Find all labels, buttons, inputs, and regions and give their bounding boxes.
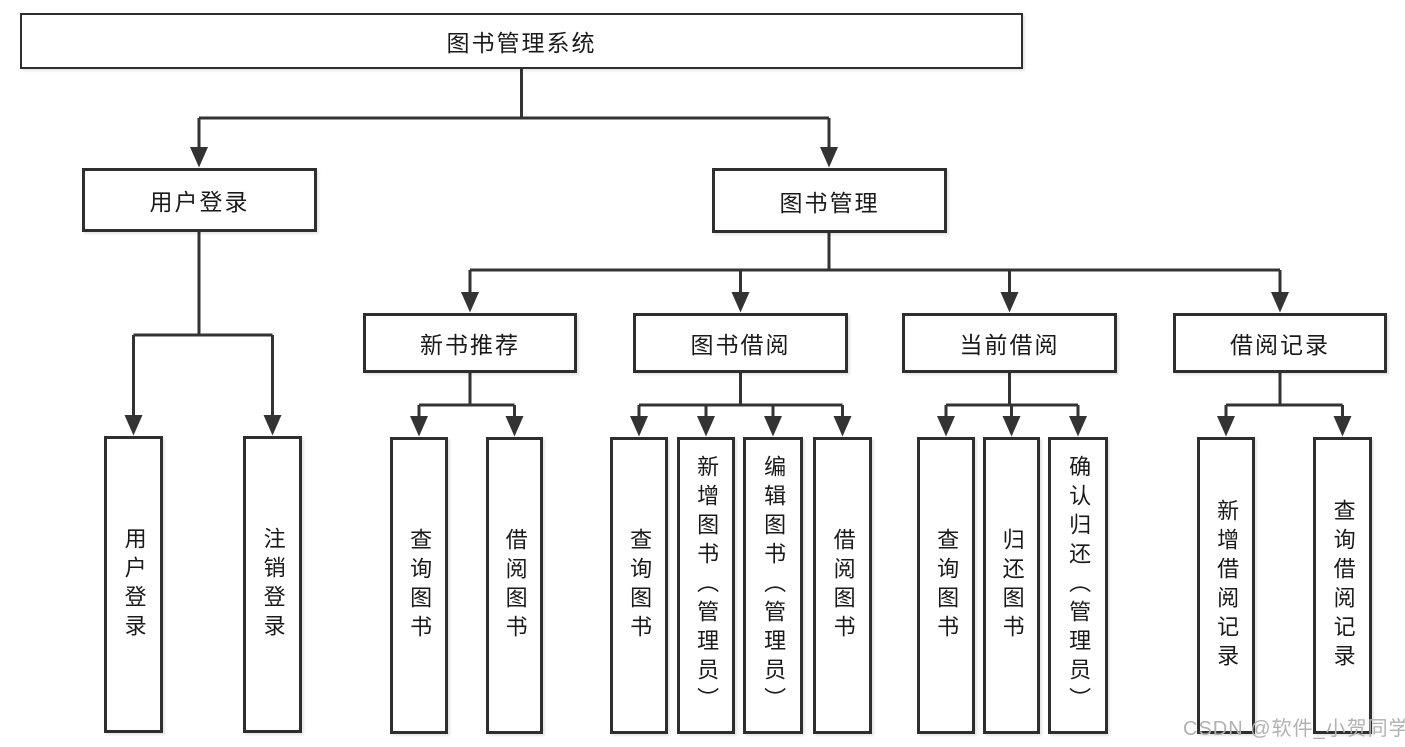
node-root-system: 图书管理系统 — [20, 13, 1023, 69]
leaf-add-books-admin-label: 新增图书（管理员） — [694, 455, 720, 716]
node-current-borrow-label: 当前借阅 — [959, 332, 1060, 358]
leaf-query-books-borrow-label: 查询图书 — [627, 527, 653, 644]
node-new-book-recommend-label: 新书推荐 — [420, 332, 520, 358]
leaf-query-books-recommend-label: 查询图书 — [407, 527, 433, 644]
leaf-borrow-books-label: 借阅图书 — [830, 527, 856, 644]
leaf-query-books-recommend: 查询图书 — [390, 437, 448, 734]
node-user-login-label: 用户登录 — [149, 189, 250, 215]
leaf-user-login: 用户登录 — [104, 436, 163, 733]
leaf-query-borrow-record: 查询借阅记录 — [1313, 437, 1372, 734]
leaf-logout-label: 注销登录 — [260, 526, 286, 643]
leaf-add-books-admin: 新增图书（管理员） — [677, 437, 735, 734]
csdn-watermark: CSDN @软件_小贺同学 — [1183, 718, 1405, 740]
leaf-query-borrow-record-label: 查询借阅记录 — [1330, 498, 1356, 673]
leaf-query-books-current-label: 查询图书 — [934, 527, 960, 644]
node-current-borrow: 当前借阅 — [902, 313, 1117, 373]
leaf-borrow-books-recommend: 借阅图书 — [486, 437, 543, 734]
node-book-management-label: 图书管理 — [779, 189, 880, 216]
node-borrow-records-label: 借阅记录 — [1230, 332, 1330, 358]
leaf-confirm-return-admin-label: 确认归还（管理员） — [1066, 455, 1092, 716]
leaf-user-login-label: 用户登录 — [121, 526, 147, 643]
node-borrow-records: 借阅记录 — [1173, 313, 1387, 373]
leaf-confirm-return-admin: 确认归还（管理员） — [1048, 437, 1108, 734]
node-user-login: 用户登录 — [82, 168, 317, 232]
leaf-borrow-books-recommend-label: 借阅图书 — [502, 527, 528, 644]
leaf-return-books: 归还图书 — [983, 437, 1040, 734]
leaf-add-borrow-record-label: 新增借阅记录 — [1214, 498, 1240, 673]
leaf-query-books-borrow: 查询图书 — [610, 437, 668, 734]
node-root-label: 图书管理系统 — [446, 30, 597, 56]
node-book-management: 图书管理 — [712, 168, 947, 233]
leaf-edit-books-admin: 编辑图书（管理员） — [743, 437, 803, 734]
node-book-borrow: 图书借阅 — [633, 313, 848, 373]
leaf-borrow-books: 借阅图书 — [813, 437, 872, 734]
node-new-book-recommend: 新书推荐 — [363, 313, 577, 373]
leaf-add-borrow-record: 新增借阅记录 — [1197, 437, 1255, 734]
leaf-return-books-label: 归还图书 — [999, 527, 1025, 644]
leaf-edit-books-admin-label: 编辑图书（管理员） — [761, 455, 787, 716]
leaf-logout: 注销登录 — [243, 436, 302, 733]
leaf-query-books-current: 查询图书 — [917, 437, 975, 734]
node-book-borrow-label: 图书借阅 — [690, 332, 791, 358]
